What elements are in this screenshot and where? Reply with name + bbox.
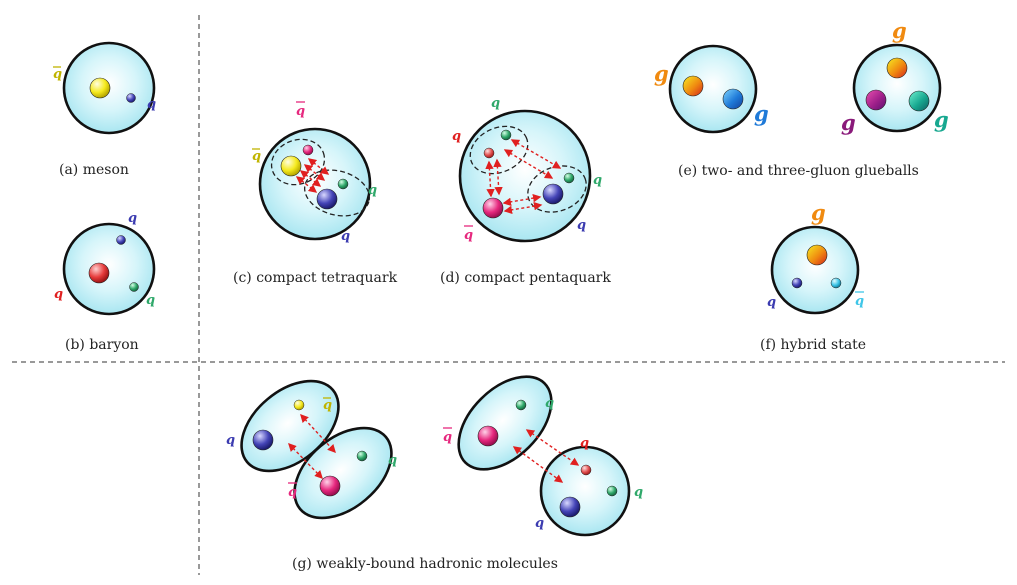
svg-text:q: q — [323, 398, 332, 413]
antidiquark-cluster — [303, 169, 371, 217]
magenta-antiquark — [482, 197, 504, 219]
quark-label-blue: q — [128, 211, 137, 226]
caption-hybrid: (f) hybrid state — [760, 337, 866, 353]
green-quark — [129, 282, 139, 292]
blue-quark — [252, 429, 274, 451]
svg-text:q: q — [464, 228, 473, 243]
meson-diagram: q q (a) meson — [53, 41, 156, 178]
blue-quark — [116, 235, 126, 245]
yellow-antiquark — [293, 399, 305, 411]
antiquark-label-yellow: q — [252, 148, 261, 164]
quark-label-red: q — [54, 287, 63, 302]
red-quark — [580, 464, 592, 476]
three-gluon-glueball: g g g — [841, 18, 949, 135]
gluon-label-teal: g — [934, 107, 949, 132]
molecule-right: q q q q q — [443, 375, 643, 537]
quark-label-green: q — [388, 453, 397, 468]
magenta-antiquark — [319, 475, 341, 497]
quark-label-red: q — [580, 436, 589, 451]
caption-meson: (a) meson — [59, 162, 129, 178]
gluon-blue — [722, 88, 744, 110]
two-gluon-glueball: g g — [654, 44, 769, 134]
gluon-label-purple: g — [841, 110, 856, 135]
pentaquark-diagram: q q q q q (d) compact pentaquark — [440, 96, 611, 286]
caption-glueballs: (e) two- and three-gluon glueballs — [678, 163, 919, 179]
svg-text:q: q — [443, 430, 452, 445]
baryon-hadron — [62, 222, 156, 316]
gluon-label-orange: g — [811, 200, 826, 225]
antiquark-label-magenta: q — [288, 482, 297, 500]
magenta-antiquark — [302, 144, 314, 156]
blue-quark — [316, 188, 338, 210]
gluon-teal — [908, 90, 930, 112]
gluon-orange — [806, 244, 828, 266]
yellow-antiquark — [280, 155, 302, 177]
quark-label-green: q — [146, 293, 155, 308]
quark-label-blue: q — [577, 218, 586, 233]
yellow-antiquark — [89, 77, 111, 99]
diquark-cluster — [270, 138, 326, 186]
svg-text:q: q — [53, 67, 62, 82]
hybrid-diagram: g q q (f) hybrid state — [760, 200, 866, 353]
antiquark-label-magenta: q — [464, 225, 473, 243]
hybrid-hadron — [770, 225, 860, 315]
gluon-label-blue: g — [754, 101, 769, 126]
blue-quark — [126, 93, 136, 103]
quark-label-blue: q — [767, 295, 776, 310]
quark-label-blue: q — [226, 433, 235, 448]
green-quark — [356, 450, 368, 462]
antiquark-label-magenta: q — [443, 427, 452, 445]
caption-pentaquark: (d) compact pentaquark — [440, 270, 611, 286]
blue-quark — [542, 183, 564, 205]
quark-label-green-2: q — [634, 485, 643, 500]
quark-label-red: q — [452, 129, 461, 144]
antiquark-label-magenta: q — [296, 101, 305, 119]
caption-tetraquark: (c) compact tetraquark — [233, 270, 398, 286]
quark-label-blue: q — [147, 97, 156, 112]
svg-text:q: q — [296, 104, 305, 119]
caption-molecules: (g) weakly-bound hadronic molecules — [292, 556, 558, 572]
green-quark — [337, 178, 349, 190]
baryon-diagram: q q q (b) baryon — [54, 211, 156, 353]
tetraquark-diagram: q q q q (c) compact tetraquark — [233, 101, 398, 286]
antiquark-label-yellow: q — [323, 397, 332, 413]
quark-label-green: q — [368, 183, 377, 198]
magenta-antiquark — [477, 425, 499, 447]
green-quark — [515, 399, 527, 411]
gluon-purple — [865, 89, 887, 111]
gluon-label-orange: g — [892, 18, 907, 43]
quark-label-green: q — [491, 96, 500, 111]
green-quark — [500, 129, 512, 141]
quark-label-blue: q — [341, 229, 350, 244]
caption-baryon: (b) baryon — [65, 337, 139, 353]
gluon-orange — [682, 75, 704, 97]
green-quark — [606, 485, 618, 497]
quark-label-green: q — [545, 396, 554, 411]
tetraquark-hadron — [258, 127, 372, 241]
blue-quark — [791, 277, 803, 289]
blue-quark — [559, 496, 581, 518]
svg-text:q: q — [855, 294, 864, 309]
antiquark-label-cyan: q — [855, 291, 864, 309]
molecule-left: q q q q — [226, 379, 397, 520]
glueball-hadron — [668, 44, 758, 134]
red-quark — [88, 262, 110, 284]
svg-text:q: q — [252, 149, 261, 164]
svg-text:q: q — [288, 485, 297, 500]
gluon-label-orange: g — [654, 61, 669, 86]
cyan-antiquark — [830, 277, 842, 289]
quark-label-green-2: q — [593, 173, 602, 188]
red-quark — [483, 147, 495, 159]
quark-label-blue: q — [535, 516, 544, 531]
gluon-orange — [886, 57, 908, 79]
antiquark-label-yellow: q — [53, 66, 62, 82]
green-quark — [563, 172, 575, 184]
